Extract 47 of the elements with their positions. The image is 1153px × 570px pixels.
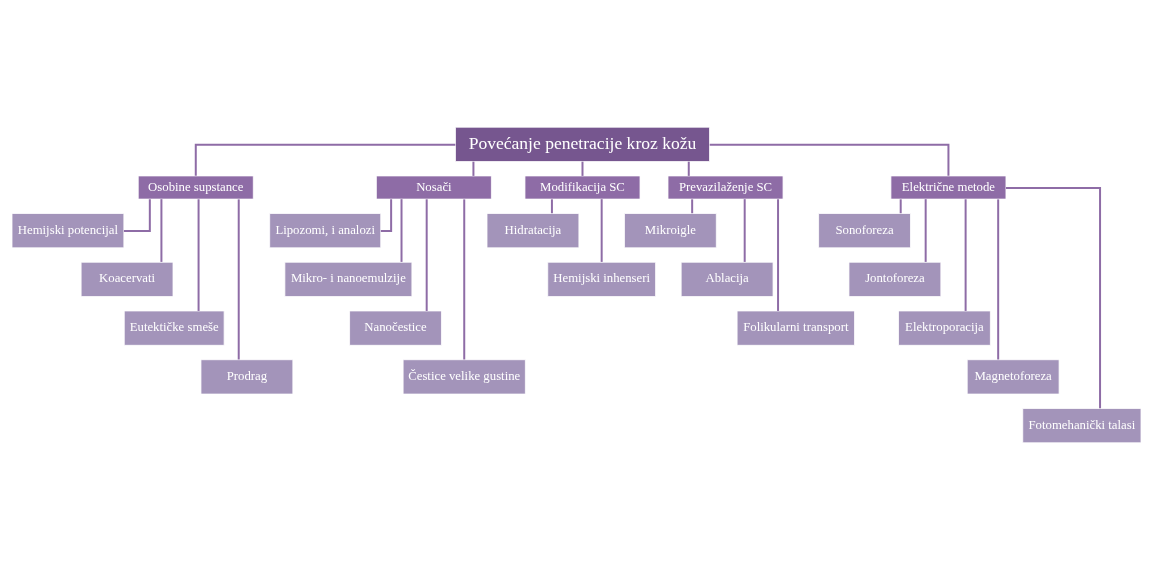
connector <box>1004 186 1102 410</box>
node-box: Elektroporacija <box>898 310 991 346</box>
node-box: Eutektičke smeše <box>123 310 225 346</box>
connector <box>197 198 200 312</box>
node-box: Jontoforeza <box>848 261 942 297</box>
connector <box>997 198 1000 361</box>
connector <box>400 198 403 263</box>
node-box: Čestice velike gustine <box>402 359 526 395</box>
node-box: Prodrag <box>200 359 294 395</box>
node-box: Prevazilaženje SC <box>667 175 784 200</box>
node-box: Nosači <box>375 175 492 200</box>
node-box: Ablacija <box>680 261 774 297</box>
connector <box>194 143 457 177</box>
connector <box>708 143 950 177</box>
node-box: Koacervati <box>80 261 174 297</box>
node-box: Električne metode <box>890 175 1007 200</box>
node-box: Hemijski potencijal <box>11 213 125 249</box>
connector <box>687 160 690 177</box>
node-box: Sonoforeza <box>818 213 911 249</box>
connector <box>379 198 393 233</box>
node-box: Mikroigle <box>624 213 717 249</box>
node-box: Povećanje penetracije kroz kožu <box>455 126 710 162</box>
connector <box>899 198 902 215</box>
connector <box>237 198 240 361</box>
connector <box>425 198 428 312</box>
connector <box>743 198 746 263</box>
node-box: Hidratacija <box>486 213 580 249</box>
node-box: Osobine supstance <box>137 175 254 200</box>
connector <box>964 198 967 312</box>
node-box: Nanočestice <box>349 310 442 346</box>
connector <box>691 198 694 215</box>
connector <box>463 198 466 361</box>
node-box: Mikro- i nanoemulzije <box>284 261 413 297</box>
node-box: Fotomehanički talasi <box>1022 408 1142 444</box>
connector <box>160 198 163 263</box>
node-box: Folikularni transport <box>736 310 855 346</box>
connector <box>581 160 584 177</box>
node-box: Magnetoforeza <box>966 359 1060 395</box>
connector <box>472 160 475 177</box>
node-box: Modifikacija SC <box>524 175 641 200</box>
connector <box>550 198 553 215</box>
node-box: Hemijski inhenseri <box>547 261 656 297</box>
connector <box>777 198 780 312</box>
connector <box>924 198 927 263</box>
connector <box>122 198 151 233</box>
node-box: Lipozomi, i analozi <box>269 213 382 249</box>
connector <box>600 198 603 263</box>
